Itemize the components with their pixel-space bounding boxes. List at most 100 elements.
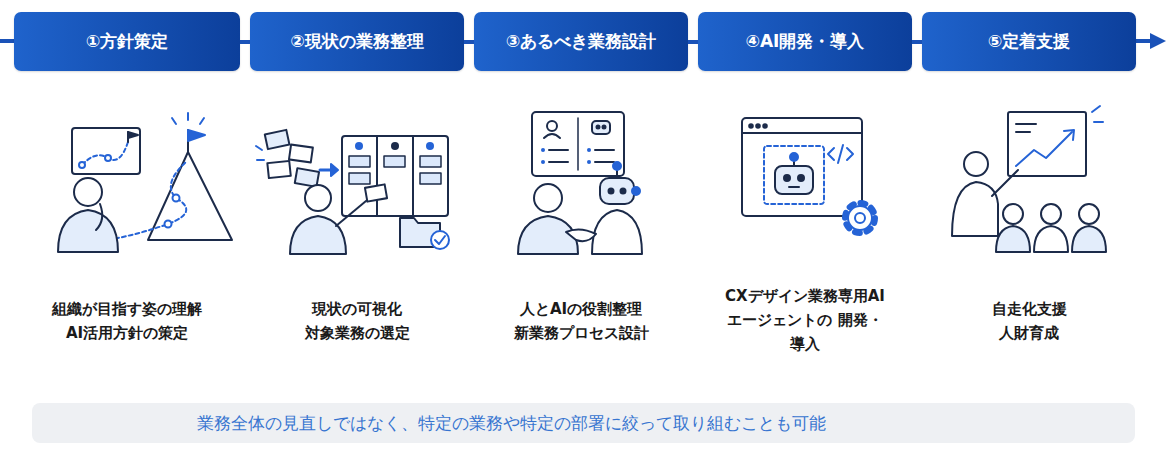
training-icon-part <box>1092 106 1103 122</box>
strategy-icon-part <box>58 210 118 252</box>
strategy-icon-part <box>82 142 128 165</box>
strategy-icon <box>58 113 232 252</box>
development-icon-part <box>784 175 790 181</box>
analysis-icon-part <box>331 164 338 176</box>
training-icon-part <box>964 152 988 176</box>
connector-line <box>240 40 250 44</box>
training-icon-part <box>1041 204 1061 224</box>
step-banner: ⑤定着支援 <box>922 12 1136 71</box>
step-title: ④AI開発・導入 <box>746 30 865 53</box>
analysis-icon-part <box>342 136 448 216</box>
training-icon-part <box>1034 226 1068 252</box>
training-icon-part <box>952 182 998 236</box>
collaboration-icon <box>518 112 642 254</box>
collaboration-icon-part <box>621 189 626 194</box>
flow-connector <box>912 42 922 43</box>
step-description: CXデザイン業務専用AI エージェントの 開発・導入 <box>719 284 891 356</box>
analysis-icon-part <box>349 156 370 167</box>
collaboration-icon-part <box>600 178 634 204</box>
analysis-icon-part <box>256 146 264 160</box>
step-banner: ④AI開発・導入 <box>698 12 912 71</box>
analysis-icon-part <box>391 142 399 150</box>
flow-connector <box>688 42 698 43</box>
development-icon-part <box>798 175 804 181</box>
note-text: 業務全体の見直しではなく、特定の業務や特定の部署に絞って取り組むことも可能 <box>197 412 826 435</box>
training-icon-part <box>1008 112 1086 176</box>
collaboration-icon-part <box>532 112 624 176</box>
analysis-icon-part <box>289 145 313 163</box>
training-icon-part <box>992 170 1018 196</box>
flow-line-part <box>1136 39 1152 43</box>
note-band: 業務全体の見直しではなく、特定の業務や特定の部署に絞って取り組むことも可能 <box>32 403 1135 443</box>
collaboration-icon-part <box>549 149 568 151</box>
analysis-icon-part <box>376 136 378 216</box>
training-icon-part <box>1016 132 1072 166</box>
collaboration-icon-part <box>549 161 568 163</box>
collaboration-icon-part <box>577 118 579 170</box>
strategy-icon-part <box>79 162 85 168</box>
collaboration-icon-part <box>592 210 642 254</box>
development-icon-part <box>848 206 872 230</box>
step-banner: ③あるべき業務設計 <box>474 12 688 71</box>
collaboration-icon-part <box>587 148 591 152</box>
analysis-icon-part <box>426 142 434 150</box>
collaboration-icon-part <box>547 121 557 131</box>
collaboration-icon-part <box>603 126 606 129</box>
strategy-icon-part <box>74 178 102 206</box>
strategy-icon-part <box>108 162 186 240</box>
analysis-icon-part <box>435 236 445 244</box>
analysis-icon-part <box>295 168 319 187</box>
development-icon-part <box>828 145 853 163</box>
collaboration-icon-part <box>541 160 545 164</box>
development-icon-part <box>845 203 875 233</box>
flow-connector <box>240 42 250 43</box>
development-icon-part <box>742 118 862 216</box>
strategy-icon-part <box>96 204 102 230</box>
collaboration-icon-part <box>616 170 618 178</box>
analysis-icon-part <box>305 185 331 211</box>
training-icon <box>952 106 1106 252</box>
strategy-icon-part <box>148 152 232 240</box>
collaboration-icon-part <box>609 189 614 194</box>
strategy-icon-part <box>72 128 140 174</box>
development-icon-part <box>790 153 798 161</box>
development-icon <box>742 118 875 233</box>
strategy-icon-part <box>173 195 180 202</box>
development-icon-part <box>742 132 862 134</box>
strategy-icon-part <box>128 132 138 138</box>
connector-line <box>688 40 698 44</box>
step-description: 組織が目指す姿の理解 AI活用方針の策定 <box>27 297 227 345</box>
collaboration-icon-part <box>595 161 614 163</box>
collaboration-icon-part <box>597 126 600 129</box>
training-icon-part <box>1079 204 1099 224</box>
strategy-icon-part <box>172 113 204 124</box>
step-banner: ①方針策定 <box>14 12 240 71</box>
training-icon-part <box>1016 123 1036 125</box>
flow-connector <box>464 42 474 43</box>
training-icon-part <box>1003 204 1023 224</box>
step-title: ①方針策定 <box>86 30 168 53</box>
step-description: 人とAIの役割整理 新業務プロセス設計 <box>481 297 681 345</box>
training-icon-part <box>1072 226 1106 252</box>
development-icon-part <box>855 213 865 223</box>
step-description: 自走化支援 人財育成 <box>974 297 1084 345</box>
flow-line-part <box>1150 33 1166 49</box>
analysis-icon-part <box>267 161 290 178</box>
strategy-icon-part <box>105 155 111 161</box>
collaboration-icon-part <box>587 160 591 164</box>
collaboration-icon-part <box>613 162 621 170</box>
training-icon-part <box>996 226 1030 252</box>
analysis-icon-part <box>412 136 414 216</box>
development-icon-part <box>775 166 813 194</box>
step-title: ③あるべき業務設計 <box>506 30 656 53</box>
analysis-icon-part <box>265 130 290 149</box>
collaboration-icon-part <box>566 229 596 241</box>
step-banner: ②現状の業務整理 <box>250 12 464 71</box>
collaboration-icon-part <box>541 148 545 152</box>
step-title: ②現状の業務整理 <box>290 30 423 53</box>
step-description: 現状の可視化 対象業務の選定 <box>282 297 432 345</box>
analysis-icon-part <box>420 173 441 184</box>
step-title: ⑤定着支援 <box>988 30 1070 53</box>
training-icon-part <box>1064 130 1074 140</box>
analysis-icon-part <box>355 142 363 150</box>
